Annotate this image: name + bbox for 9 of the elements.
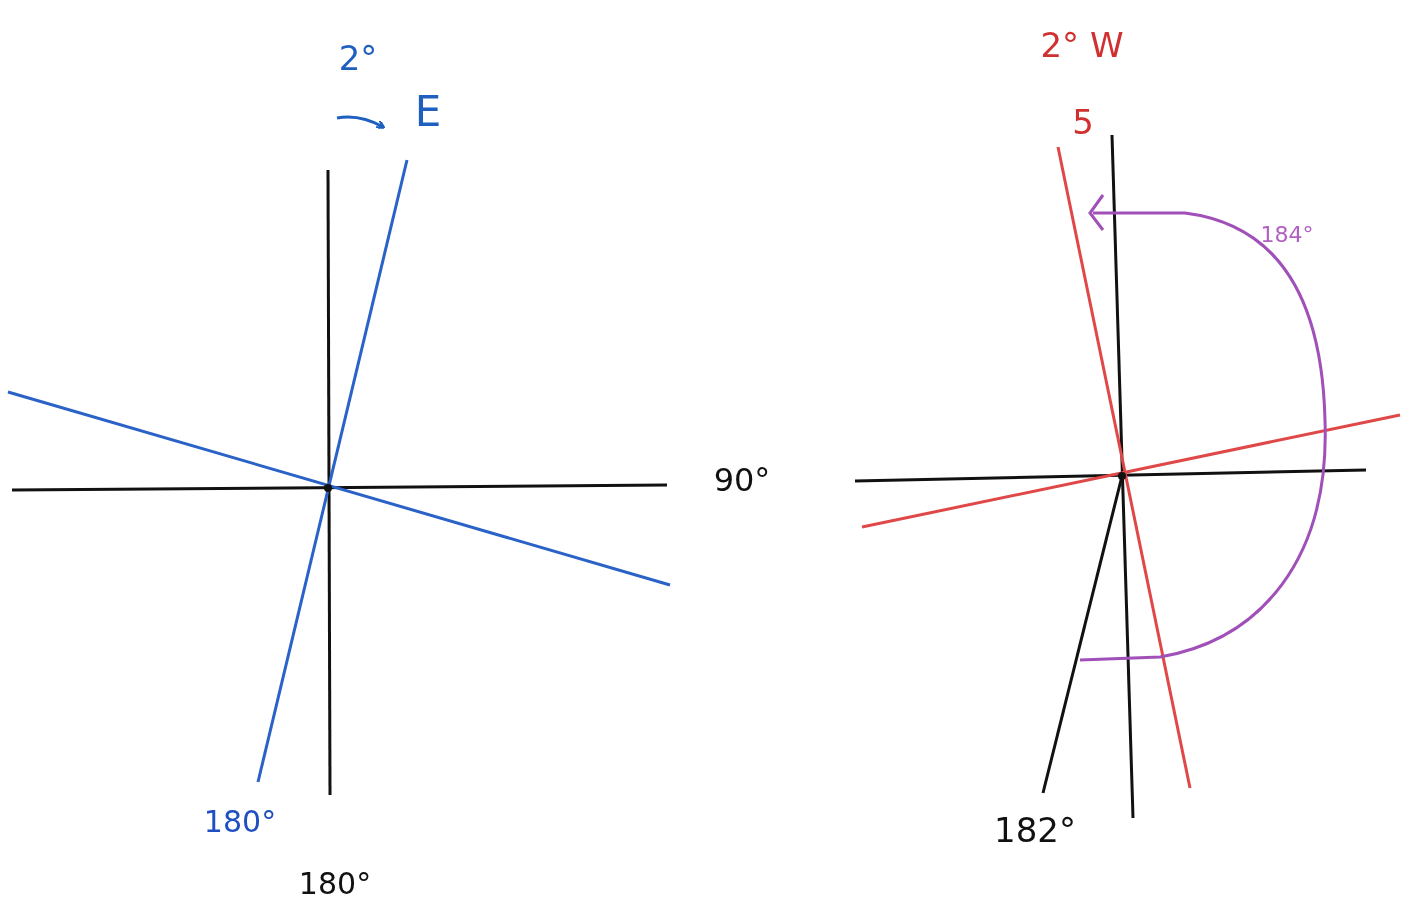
angle-label: 2° W	[1040, 28, 1124, 62]
angle-label: 90°	[713, 464, 771, 496]
angle-label: 184°	[1260, 224, 1314, 246]
angle-label: 180°	[203, 807, 277, 837]
angle-label: 180°	[298, 869, 372, 899]
angle-label: 2°	[338, 41, 378, 75]
angle-label: 5	[1072, 105, 1094, 139]
angle-label: 182°	[994, 813, 1076, 847]
angle-label: E	[414, 91, 442, 133]
